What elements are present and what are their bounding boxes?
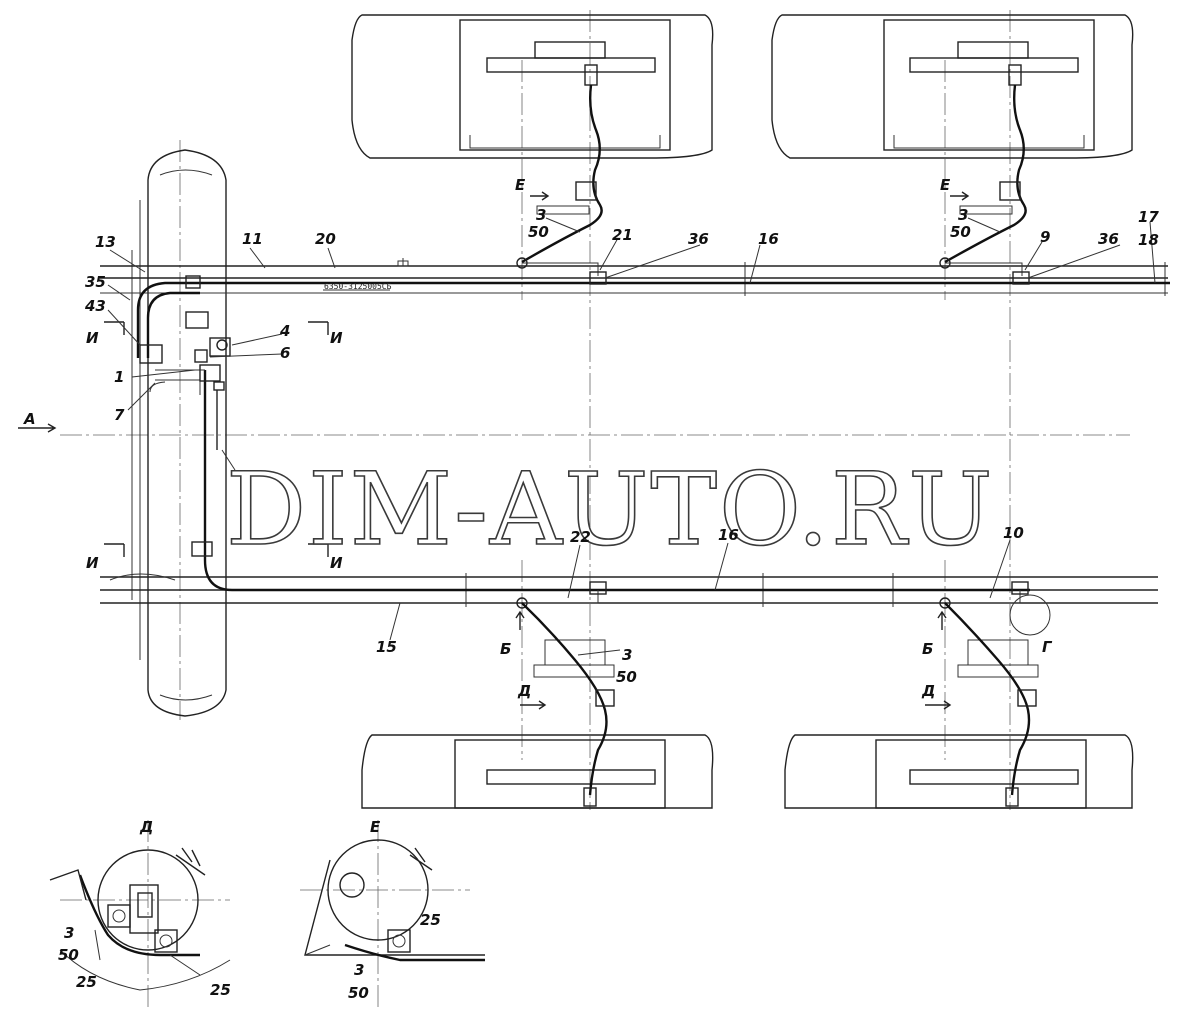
callout-10: 10 [1003, 524, 1024, 542]
front-wheel [131, 149, 227, 717]
callout-3-bottom-left: 3 [622, 646, 632, 664]
frame-top-rail [100, 258, 1168, 296]
view-e-left: Е [515, 176, 526, 194]
callout-50-top-left: 50 [528, 223, 549, 241]
callout-18: 18 [1138, 231, 1159, 249]
wheel-top-left [351, 14, 714, 285]
callout-50-top-right: 50 [950, 223, 971, 241]
view-b-left: Б [500, 640, 511, 658]
wheel-bottom-right [784, 581, 1134, 809]
detail-d [49, 847, 231, 991]
callout-4: 4 [279, 322, 290, 340]
callout-16-bottom: 16 [718, 526, 739, 544]
callout-50-detail-e: 50 [348, 984, 369, 1002]
watermark: DIM-AUTO.RU [226, 451, 995, 568]
callout-3-detail-e: 3 [354, 961, 364, 979]
callout-36-left: 36 [688, 230, 709, 248]
callout-43: 43 [84, 297, 106, 315]
view-e-right: Е [940, 176, 951, 194]
view-b-right: Б [922, 640, 933, 658]
callout-21: 21 [612, 226, 633, 244]
callout-7: 7 [114, 406, 125, 424]
view-i-top-left: И [86, 329, 99, 347]
valve-assembly [139, 275, 231, 557]
detail-e-title: Е [370, 818, 381, 836]
callout-3-top-left: 3 [536, 206, 546, 224]
callout-11: 11 [242, 230, 263, 248]
section-marks [104, 321, 329, 557]
leader-lines [107, 217, 1156, 656]
view-i-bottom-left: И [86, 554, 99, 572]
callout-1: 1 [114, 368, 124, 386]
callout-6: 6 [280, 344, 290, 362]
callout-3-top-right: 3 [958, 206, 968, 224]
view-g: Г [1042, 638, 1053, 656]
callout-35: 35 [85, 273, 106, 291]
callout-3-detail-d: 3 [64, 924, 74, 942]
callout-9: 9 [1040, 228, 1050, 246]
view-i-top-right: И [330, 329, 343, 347]
callout-25-detail-d-left: 25 [76, 973, 97, 991]
wheel-top-right [771, 14, 1134, 285]
part-number-label: 6350-3125005СБ [324, 282, 392, 291]
callout-25-detail-d-right: 25 [210, 981, 231, 999]
callout-13: 13 [95, 233, 116, 251]
callout-50-detail-d: 50 [58, 946, 79, 964]
callout-22: 22 [570, 528, 591, 546]
callout-50-bottom-left: 50 [616, 668, 637, 686]
view-arrows [18, 191, 970, 710]
view-letters: А И И И И Е Е Б Б Д Д Г Д Е [23, 176, 1053, 836]
callout-20: 20 [315, 230, 336, 248]
wheel-bottom-left [361, 581, 714, 809]
view-d-right: Д [921, 682, 935, 700]
callout-15: 15 [376, 638, 397, 656]
view-a: А [23, 410, 36, 428]
view-d-left: Д [517, 682, 531, 700]
callout-labels: 13 11 20 35 43 4 6 1 7 3 50 21 36 16 3 5… [58, 206, 1159, 1002]
detail-d-title: Д [139, 818, 153, 836]
callout-17: 17 [1138, 208, 1159, 226]
view-i-bottom-right: И [330, 554, 343, 572]
callout-16-top: 16 [758, 230, 779, 248]
callout-36-right: 36 [1098, 230, 1119, 248]
callout-25-detail-e: 25 [420, 911, 441, 929]
brake-hose-lines [136, 281, 1170, 592]
detail-e [304, 839, 485, 962]
